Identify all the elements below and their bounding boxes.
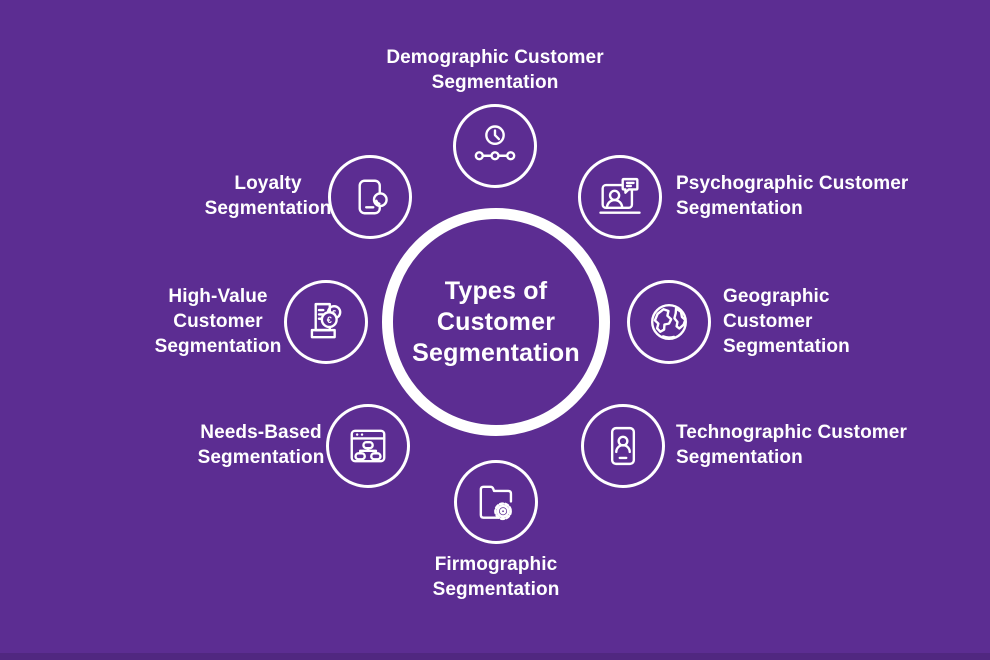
- node-geographic: [627, 280, 711, 364]
- label-loyalty: Loyalty Segmentation: [118, 171, 418, 221]
- label-geographic: Geographic Customer Segmentation: [723, 284, 973, 359]
- label-line: Segmentation: [431, 72, 559, 93]
- laptop-chat-icon: [599, 177, 641, 214]
- label-high-value: High-Value Customer Segmentation: [68, 284, 368, 359]
- clock-timeline-icon: [474, 125, 516, 161]
- label-line: Geographic: [723, 286, 830, 307]
- title-line-1: Types of: [444, 276, 548, 305]
- label-line: Customer: [173, 311, 263, 332]
- tablet-user-icon: [610, 426, 636, 466]
- node-firmographic: [454, 460, 538, 544]
- label-line: Firmographic: [434, 554, 558, 575]
- receipt-euro-icon: € €: [310, 302, 342, 339]
- title-line-2: Customer: [436, 307, 556, 336]
- label-line: Psychographic Customer: [676, 173, 909, 194]
- node-psychographic: [578, 155, 662, 239]
- label-line: Segmentation: [204, 198, 332, 219]
- label-line: Segmentation: [676, 447, 803, 468]
- node-needs-based: [326, 404, 410, 488]
- label-line: Segmentation: [154, 336, 282, 357]
- center-circle: Types of Customer Segmentation: [382, 208, 610, 436]
- node-loyalty: [328, 155, 412, 239]
- globe-icon: [651, 304, 687, 340]
- label-line: High-Value: [168, 286, 268, 307]
- window-flowchart-icon: [350, 429, 386, 463]
- svg-text:€: €: [332, 308, 337, 317]
- label-line: Loyalty: [234, 173, 302, 194]
- label-psychographic: Psychographic Customer Segmentation: [676, 171, 966, 221]
- page-title: Types of Customer Segmentation: [412, 276, 580, 369]
- node-high-value: € €: [284, 280, 368, 364]
- title-line-3: Segmentation: [412, 338, 580, 367]
- label-line: Segmentation: [723, 336, 850, 357]
- label-line: Segmentation: [432, 579, 560, 600]
- node-demographic: [453, 104, 537, 188]
- label-line: Demographic Customer: [386, 47, 604, 68]
- label-line: Segmentation: [197, 447, 325, 468]
- label-line: Segmentation: [676, 198, 803, 219]
- label-demographic: Demographic Customer Segmentation: [295, 45, 695, 95]
- label-technographic: Technographic Customer Segmentation: [676, 420, 976, 470]
- label-line: Customer: [723, 311, 813, 332]
- label-firmographic: Firmographic Segmentation: [296, 552, 696, 602]
- label-needs-based: Needs-Based Segmentation: [111, 420, 411, 470]
- label-line: Technographic Customer: [676, 422, 907, 443]
- node-technographic: [581, 404, 665, 488]
- folder-gear-icon: [479, 485, 513, 521]
- label-line: Needs-Based: [200, 422, 322, 443]
- phone-coin-icon: [358, 179, 388, 215]
- svg-text:€: €: [327, 315, 332, 325]
- footer-shade: [0, 653, 990, 660]
